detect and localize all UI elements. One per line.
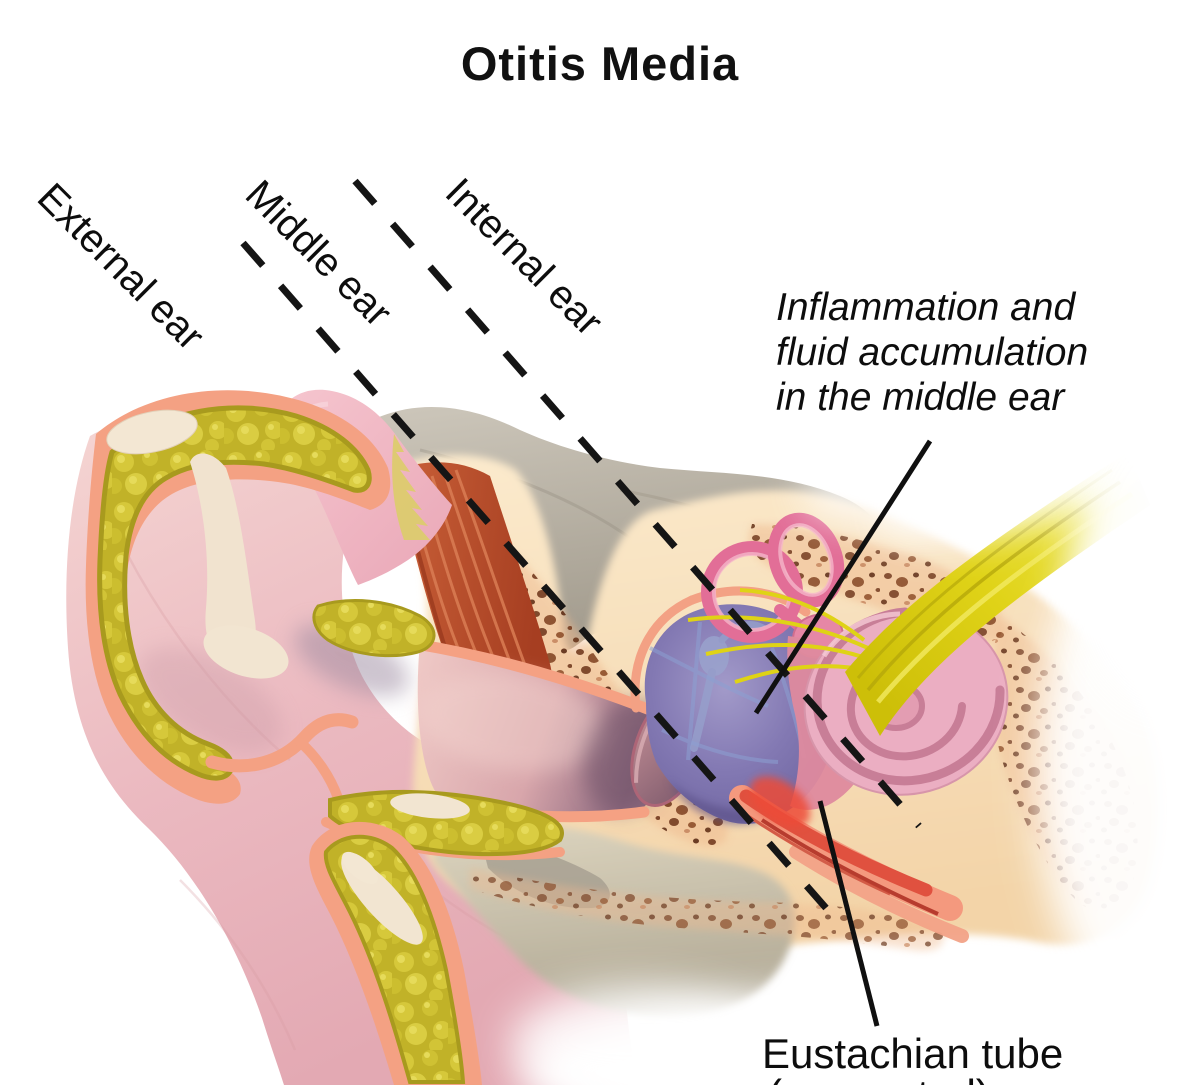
- annotation-lines: [240, 178, 933, 1027]
- congestion-highlight: [749, 776, 811, 828]
- inflammation-line-1: Inflammation and: [776, 286, 1076, 329]
- edge-fades: [510, 371, 1200, 1085]
- label-inflammation: Inflammation and fluid accumulation in t…: [776, 285, 1088, 420]
- inflammation-pointer-line: [753, 439, 933, 715]
- inflammation-line-3: in the middle ear: [776, 376, 1065, 419]
- label-eustachian-tube-sub: (congested): [768, 1071, 990, 1085]
- middle-internal-divider-line: [352, 178, 922, 829]
- label-eustachian-tube: Eustachian tube: [762, 1030, 1064, 1077]
- helix-skin: [85, 390, 391, 804]
- canal-upper-lining: [410, 638, 656, 716]
- eustachian-pointer-line: [817, 800, 880, 1027]
- page-title: Otitis Media: [460, 37, 740, 90]
- pinna: [85, 390, 565, 1085]
- fat-fringe: [392, 434, 430, 540]
- inflammation-line-2: fluid accumulation: [776, 331, 1089, 374]
